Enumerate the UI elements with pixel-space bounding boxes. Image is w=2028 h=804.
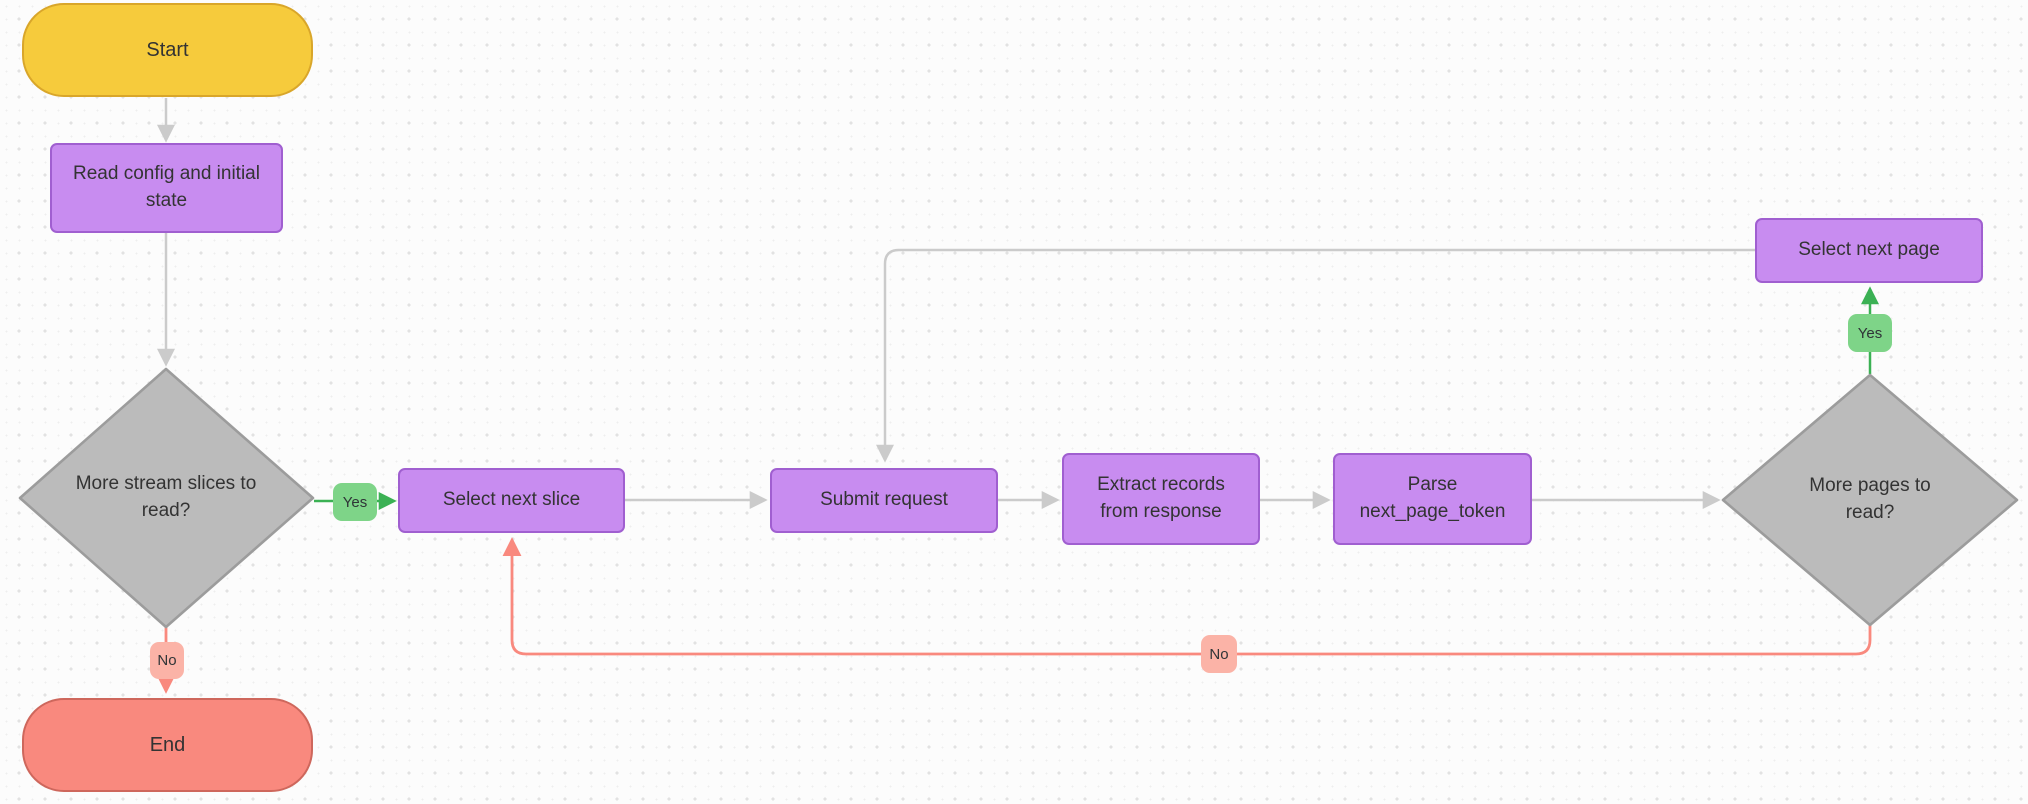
node-select-next-page-label: Select next page [1798,239,1940,261]
badge-more-pages-no-label: No [1209,645,1229,663]
node-start-label: Start [146,38,189,61]
badge-more-pages-yes: Yes [1848,314,1892,352]
node-parse-next-page-token: Parse next_page_token [1333,453,1532,545]
decision-more-pages: More pages to read? [1795,450,1945,550]
decision-more-slices-label: More stream slices to read? [75,473,257,521]
node-submit-request: Submit request [770,468,998,533]
decision-more-slices-shape [18,367,315,629]
node-extract-records: Extract records from response [1062,453,1260,545]
node-end-label: End [149,733,186,756]
decision-more-slices: More stream slices to read? [66,448,266,548]
node-end: End [22,698,313,792]
node-read-config: Read config and initial state [50,143,283,233]
node-select-next-page: Select next page [1755,218,1983,283]
node-read-config-label: Read config and initial state [73,163,260,211]
node-start: Start [22,3,313,97]
badge-more-slices-yes: Yes [333,483,377,521]
decision-more-pages-label: More pages to read? [1809,475,1931,523]
badge-more-pages-no: No [1201,635,1237,673]
node-select-next-slice: Select next slice [398,468,625,533]
badge-more-slices-yes-label: Yes [342,493,368,511]
node-select-next-slice-label: Select next slice [442,489,581,511]
edge-select-next-page-to-submit-request [876,248,1755,463]
edge-more-pages-no-to-select-next-slice [502,537,1872,656]
badge-more-pages-yes-label: Yes [1857,324,1883,342]
node-submit-request-label: Submit request [820,489,948,511]
node-parse-next-page-token-label: Parse next_page_token [1359,474,1506,522]
badge-more-slices-no: No [150,642,184,679]
node-extract-records-label: Extract records from response [1097,474,1225,522]
decision-more-pages-shape [1721,373,2019,627]
badge-more-slices-no-label: No [157,652,177,669]
